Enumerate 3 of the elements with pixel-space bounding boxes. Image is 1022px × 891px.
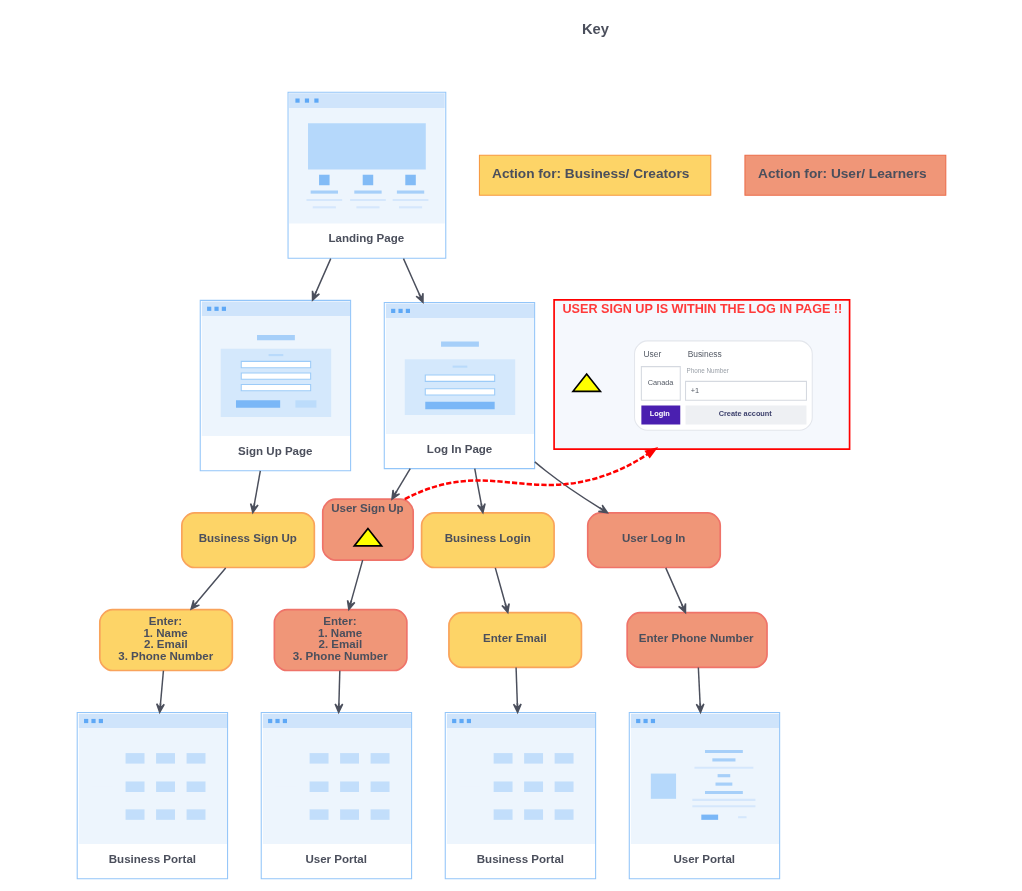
legend-label: Action for: Business/ Creators <box>491 165 689 181</box>
legend-label: Action for: User/ Learners <box>757 165 927 181</box>
label: Key <box>581 21 609 38</box>
